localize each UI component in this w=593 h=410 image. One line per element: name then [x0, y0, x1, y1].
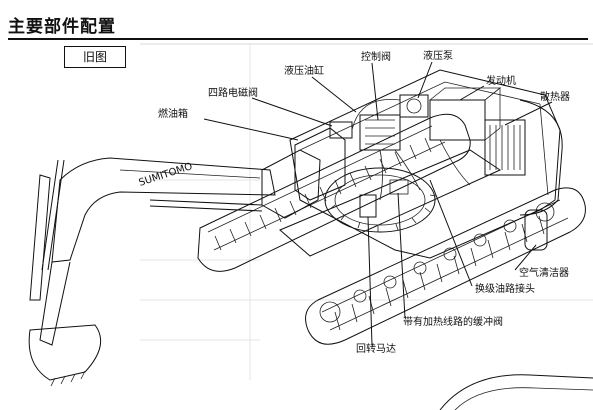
callout-leaders	[203, 61, 553, 346]
label-swivel-joint: 换级油路接头	[475, 282, 535, 295]
label-hydraulic-pump: 液压泵	[423, 49, 453, 62]
upper-structure	[261, 69, 563, 259]
label-cushion-valve: 带有加热线路的缓冲阀	[403, 315, 503, 328]
boom-brand-text: SUMITOMO	[138, 161, 195, 189]
label-swing-motor: 回转马达	[356, 342, 396, 355]
label-air-cleaner: 空气清洁器	[519, 266, 569, 279]
label-hydraulic-cylinder: 液压油缸	[284, 64, 324, 77]
front-attachment: SUMITOMO	[28, 157, 276, 387]
swing-bearing	[324, 167, 437, 233]
label-engine: 发动机	[486, 74, 516, 87]
label-fuel-tank: 燃油箱	[158, 107, 188, 120]
page-title: 主要部件配置	[8, 17, 116, 37]
callout-labels: 控制阀 液压泵 液压油缸 发动机 四路电磁阀 散热器 燃油箱 空气清洁器 换级油…	[158, 49, 570, 355]
title-divider	[8, 38, 588, 40]
label-radiator: 散热器	[540, 90, 570, 103]
undercarriage	[197, 113, 586, 345]
label-control-valve: 控制阀	[361, 50, 391, 63]
old-diagram-badge: 旧图	[64, 46, 126, 68]
label-four-way-solenoid: 四路电磁阀	[208, 86, 258, 99]
secondary-diagram-fragment	[439, 374, 593, 410]
